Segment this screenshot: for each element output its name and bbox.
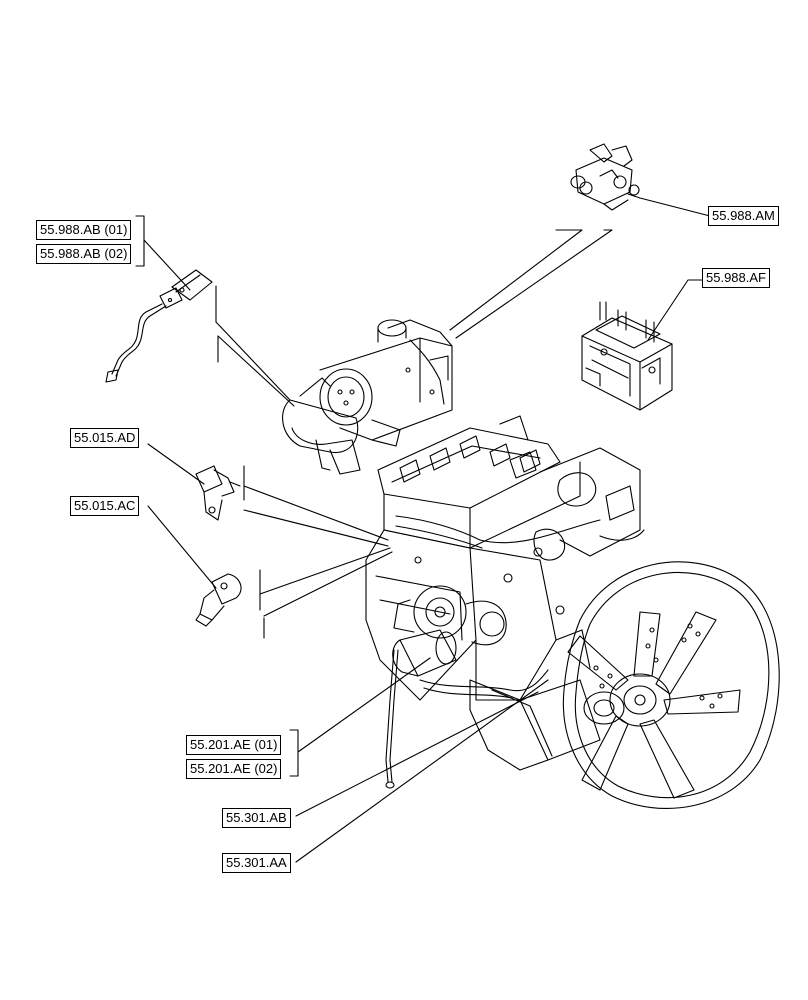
- leader-lines: [135, 193, 711, 863]
- nox-sensor-part: [105, 269, 213, 383]
- position-sensor-ad-part: [195, 465, 241, 521]
- exhaust-aftertreatment-part: [282, 319, 453, 475]
- ref-label-55-015-ad[interactable]: 55.015.AD: [70, 428, 140, 448]
- ref-label-55-988-ab-01[interactable]: 55.988.AB (01): [36, 220, 132, 240]
- ref-label-55-201-ae-02[interactable]: 55.201.AE (02): [186, 759, 282, 779]
- ref-label-55-301-ab[interactable]: 55.301.AB: [222, 808, 291, 828]
- ref-label-55-988-am[interactable]: 55.988.AM: [708, 206, 779, 226]
- ref-label-55-988-af[interactable]: 55.988.AF: [702, 268, 770, 288]
- ref-label-55-301-aa[interactable]: 55.301.AA: [222, 853, 291, 873]
- control-box-part: [581, 301, 673, 411]
- position-sensor-ac-part: [195, 573, 242, 627]
- ref-label-55-201-ae-01[interactable]: 55.201.AE (01): [186, 735, 282, 755]
- relay-block-part: [570, 143, 640, 211]
- cooling-fan-part: [562, 561, 780, 809]
- engine-block-part: [365, 415, 645, 789]
- ref-label-55-015-ac[interactable]: 55.015.AC: [70, 496, 140, 516]
- ref-label-55-988-ab-02[interactable]: 55.988.AB (02): [36, 244, 132, 264]
